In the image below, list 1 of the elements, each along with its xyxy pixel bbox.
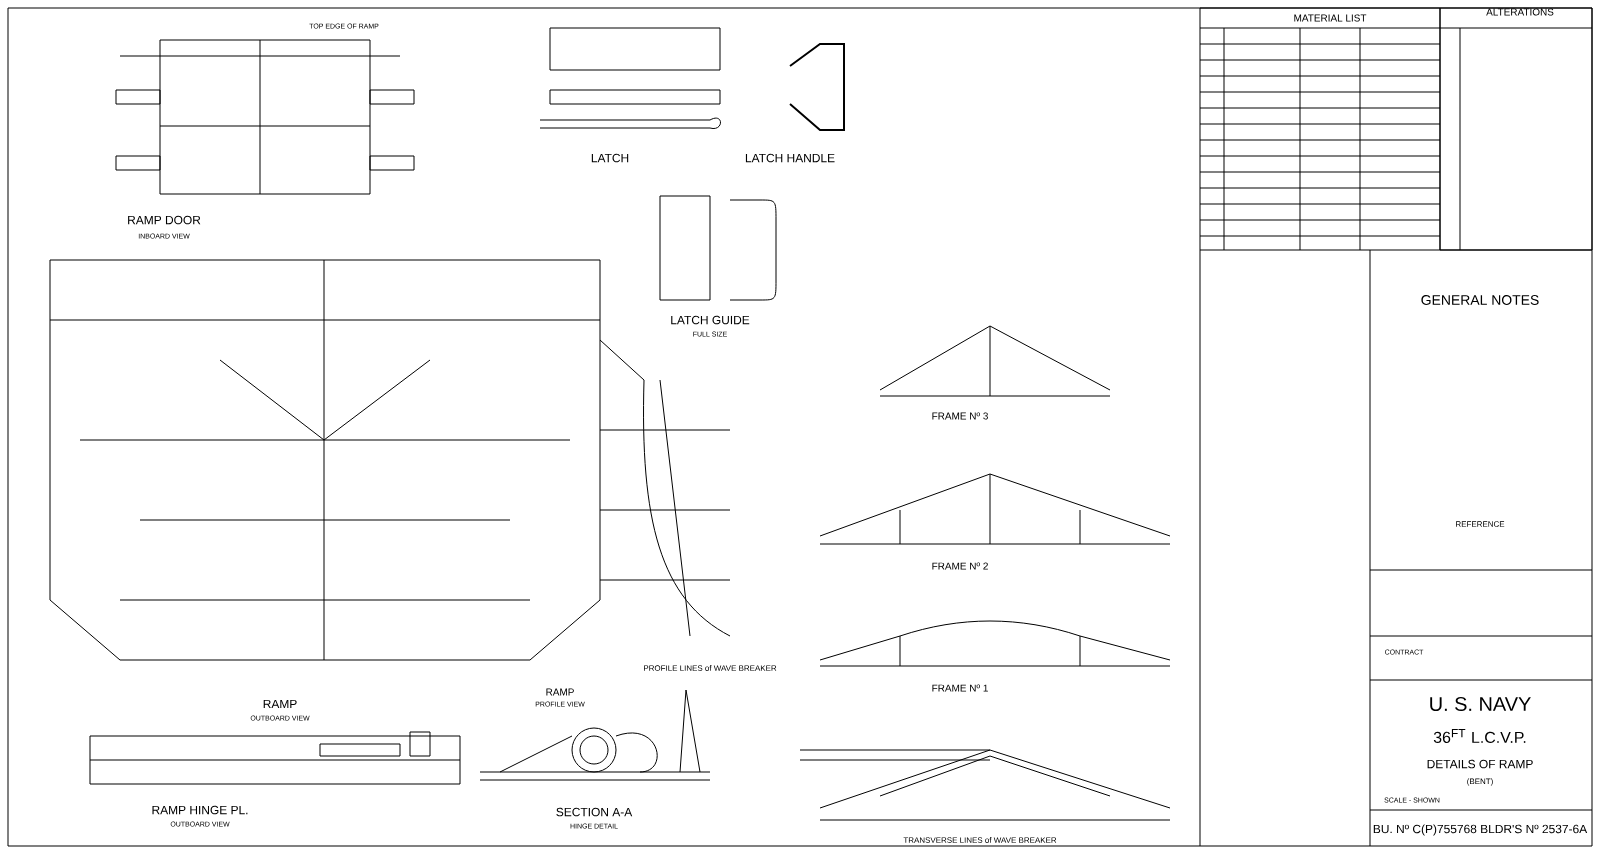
title-text: U. S. NAVY (1430, 696, 1531, 712)
